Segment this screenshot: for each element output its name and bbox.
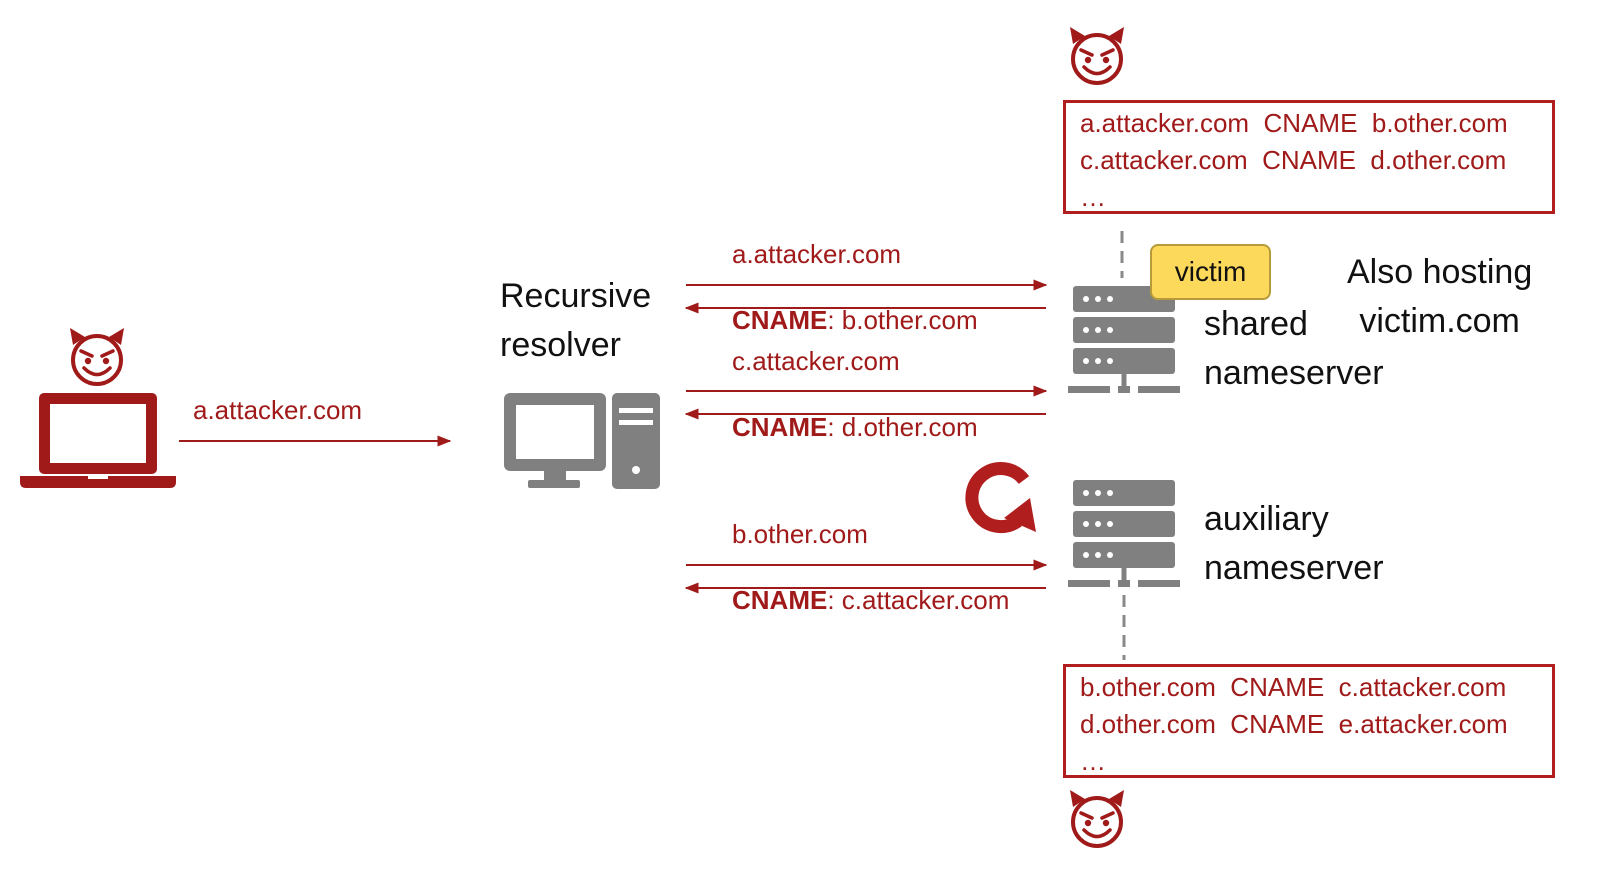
resolver-label: Recursive resolver: [500, 272, 651, 370]
auxiliary-nameserver-label-line1: auxiliary: [1204, 500, 1329, 538]
loop-arrow-icon: [965, 462, 1036, 534]
auxiliary-nameserver-label: auxiliary nameserver: [1204, 495, 1384, 593]
auxiliary-query-label: b.other.com: [732, 519, 868, 549]
zone-record: a.attacker.com CNAME b.other.com: [1080, 108, 1508, 138]
zone-record: b.other.com CNAME c.attacker.com: [1080, 672, 1507, 702]
cname-keyword: CNAME: [732, 412, 828, 442]
answer-value: : b.other.com: [827, 305, 978, 335]
shared-nameserver-label: shared nameserver: [1204, 300, 1384, 398]
laptop-icon: [20, 393, 176, 488]
shared-nameserver-label-line1: shared: [1204, 305, 1308, 343]
attacker-zone-box: a.attacker.com CNAME b.other.com c.attac…: [1063, 100, 1555, 214]
resolver-label-line1: Recursive: [500, 277, 652, 315]
client-query-label: a.attacker.com: [193, 395, 363, 425]
zone-record: c.attacker.com CNAME d.other.com: [1080, 145, 1507, 175]
attacker-client-devil-icon: [68, 326, 126, 386]
auxiliary-nameserver-label-line2: nameserver: [1204, 549, 1384, 587]
shared-nameserver-label-line2: nameserver: [1204, 354, 1384, 392]
shared-nameserver-icon: [1068, 286, 1180, 393]
shared-query-2-label: c.attacker.com: [732, 346, 900, 376]
auxiliary-answer-label: CNAME: c.attacker.com: [732, 585, 1009, 615]
other-zone-box: b.other.com CNAME c.attacker.com d.other…: [1063, 664, 1555, 778]
shared-answer-2-label: CNAME: d.other.com: [732, 412, 978, 442]
zone-record: …: [1080, 182, 1106, 212]
answer-value: : d.other.com: [827, 412, 978, 442]
victim-badge: victim: [1150, 244, 1271, 300]
auxiliary-nameserver-icon: [1068, 480, 1180, 587]
shared-query-1-label: a.attacker.com: [732, 239, 902, 269]
attacker-top-devil-icon: [1068, 25, 1126, 85]
cname-keyword: CNAME: [732, 585, 828, 615]
cname-keyword: CNAME: [732, 305, 828, 335]
desktop-computer-icon: [504, 393, 660, 489]
zone-record: …: [1080, 746, 1106, 776]
shared-answer-1-label: CNAME: b.other.com: [732, 305, 978, 335]
victim-hosting-note-line2: victim.com: [1359, 302, 1520, 340]
resolver-label-line2: resolver: [500, 326, 621, 364]
answer-value: : c.attacker.com: [827, 585, 1010, 615]
victim-hosting-note-line1: Also hosting: [1347, 253, 1533, 291]
attacker-bottom-devil-icon: [1068, 788, 1126, 848]
zone-record: d.other.com CNAME e.attacker.com: [1080, 709, 1508, 739]
victim-hosting-note: Also hosting victim.com: [1347, 248, 1532, 346]
